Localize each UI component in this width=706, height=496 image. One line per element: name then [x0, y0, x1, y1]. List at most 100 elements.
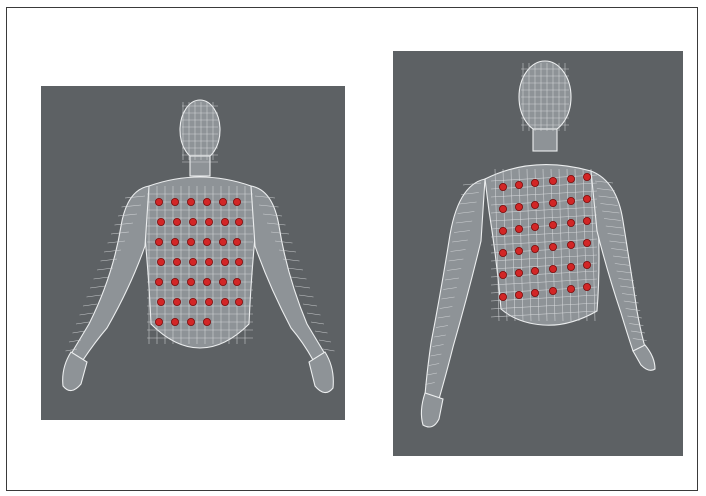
marker-dot [157, 298, 164, 305]
mesh-line [80, 313, 94, 315]
mesh-line [303, 304, 317, 306]
marker-dot [235, 298, 242, 305]
marker-dot [157, 218, 164, 225]
marker-dot [531, 267, 538, 274]
marker-dot [155, 238, 162, 245]
marker-dot [221, 258, 228, 265]
right-arm [251, 186, 325, 360]
marker-dot [205, 298, 212, 305]
marker-dot [221, 298, 228, 305]
marker-dot [171, 278, 178, 285]
marker-dot [189, 258, 196, 265]
marker-dot [171, 318, 178, 325]
marker-dot [173, 298, 180, 305]
marker-dot [531, 289, 538, 296]
marker-dot [203, 238, 210, 245]
mesh-line [90, 286, 105, 288]
marker-dot [189, 218, 196, 225]
left-arm [425, 179, 485, 399]
mesh-line [291, 277, 307, 279]
marker-dot [531, 201, 538, 208]
marker-dot [583, 195, 590, 202]
marker-dot [531, 179, 538, 186]
mesh-line [287, 268, 303, 270]
mesh-line [315, 331, 328, 333]
marker-dot [515, 203, 522, 210]
marker-dot [219, 198, 226, 205]
marker-dot [515, 181, 522, 188]
mesh-line [73, 331, 86, 333]
marker-dot [549, 243, 556, 250]
marker-dot [235, 218, 242, 225]
mesh-line [311, 322, 324, 324]
marker-dot [583, 283, 590, 290]
mesh-line [307, 313, 321, 315]
marker-dot [583, 217, 590, 224]
marker-dot [189, 298, 196, 305]
marker-dot [155, 278, 162, 285]
marker-dot [173, 218, 180, 225]
marker-dot [515, 269, 522, 276]
marker-dot [221, 218, 228, 225]
three-quarter-view-panel [393, 51, 683, 456]
marker-dot [567, 241, 574, 248]
marker-dot [203, 198, 210, 205]
marker-dot [187, 198, 194, 205]
marker-dot [235, 258, 242, 265]
marker-dot [567, 175, 574, 182]
marker-dot [567, 219, 574, 226]
marker-dot [549, 221, 556, 228]
marker-dot [531, 223, 538, 230]
marker-dot [233, 238, 240, 245]
marker-dot [515, 225, 522, 232]
three-quarter-view-wireframe [393, 51, 683, 456]
marker-dot [515, 247, 522, 254]
head [180, 100, 220, 160]
left-arm [71, 186, 149, 360]
mesh-line [83, 304, 97, 306]
marker-dot [203, 318, 210, 325]
marker-dot [233, 198, 240, 205]
mesh-line [94, 277, 110, 279]
marker-dot [157, 258, 164, 265]
mesh-line [87, 295, 102, 297]
marker-dot [233, 278, 240, 285]
front-view-panel [41, 86, 345, 420]
marker-dot [567, 285, 574, 292]
neck [533, 129, 557, 151]
marker-dot [187, 238, 194, 245]
marker-dot [499, 183, 506, 190]
front-view-wireframe [41, 86, 345, 420]
marker-dot [583, 173, 590, 180]
marker-dot [205, 258, 212, 265]
marker-dot [155, 318, 162, 325]
marker-dot [173, 258, 180, 265]
marker-dot [187, 278, 194, 285]
marker-dot [155, 198, 162, 205]
marker-dot [205, 218, 212, 225]
marker-dot [549, 177, 556, 184]
marker-dot [499, 293, 506, 300]
marker-dot [531, 245, 538, 252]
left-hand [421, 393, 443, 427]
marker-dot [499, 271, 506, 278]
marker-dot [219, 278, 226, 285]
marker-dot [583, 239, 590, 246]
marker-dot [171, 238, 178, 245]
marker-dot [499, 205, 506, 212]
marker-dot [499, 249, 506, 256]
mesh-line [319, 340, 331, 342]
marker-dot [499, 227, 506, 234]
marker-dot [567, 263, 574, 270]
marker-dot [549, 287, 556, 294]
marker-dot [567, 197, 574, 204]
marker-dot [219, 238, 226, 245]
marker-dot [171, 198, 178, 205]
marker-dot [515, 291, 522, 298]
mesh-line [295, 286, 310, 288]
mesh-line [76, 322, 89, 324]
mesh-line [299, 295, 314, 297]
mesh-line [323, 349, 335, 351]
marker-dot [203, 278, 210, 285]
right-hand [633, 345, 655, 370]
